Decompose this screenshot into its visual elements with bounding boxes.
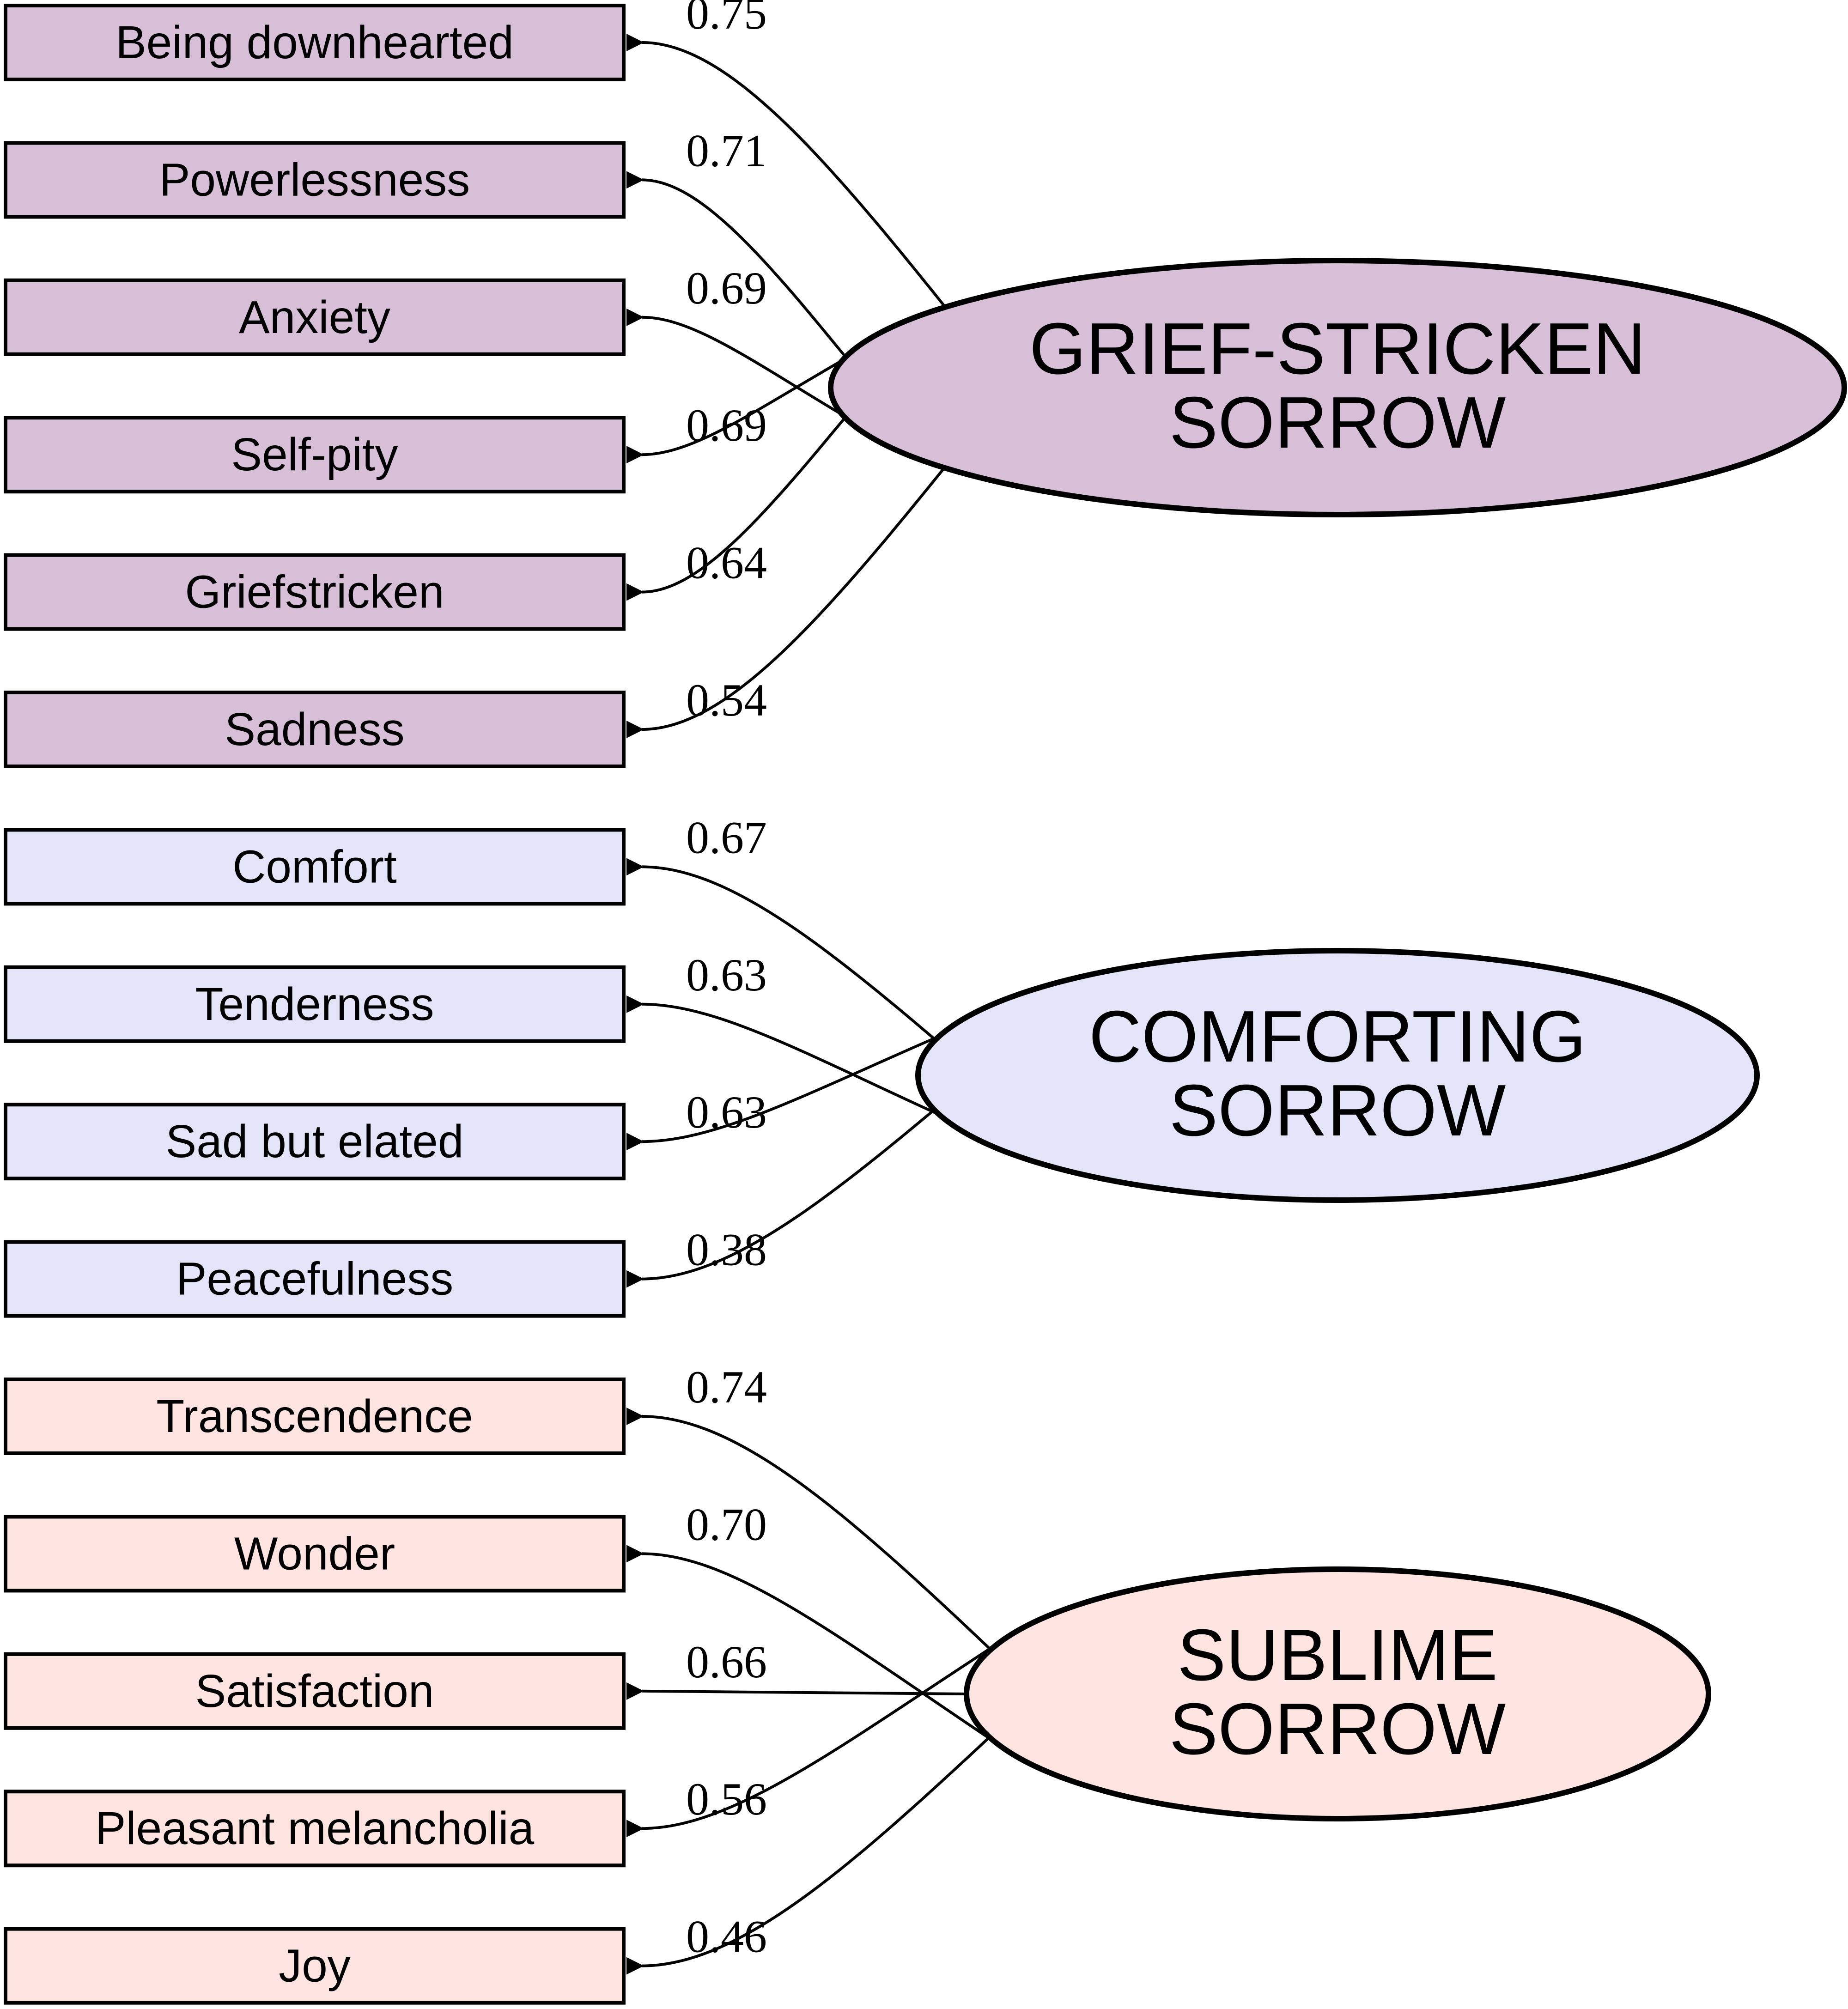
indicator-rect xyxy=(4,828,626,906)
indicator-box: Wonder xyxy=(4,1515,626,1593)
indicator-rect xyxy=(4,1378,626,1455)
factor-label: SUBLIME xyxy=(1177,1614,1498,1696)
indicator-box: Joy xyxy=(4,1927,626,2005)
indicator-box: Transcendence xyxy=(4,1378,626,1455)
loading-value: 0.69 xyxy=(686,400,767,451)
loading-path xyxy=(626,1630,1017,1838)
loading-value: 0.66 xyxy=(686,1636,767,1687)
loading-value: 0.69 xyxy=(686,262,767,314)
indicator-label: Comfort xyxy=(232,841,397,892)
loading-path xyxy=(626,1682,967,1700)
indicator-label: Pleasant melancholia xyxy=(95,1803,535,1854)
loading-value: 0.75 xyxy=(686,0,767,39)
indicator-box: Tenderness xyxy=(4,965,626,1043)
indicator-label: Powerlessness xyxy=(159,154,470,206)
indicator-rect xyxy=(4,278,626,356)
indicator-box: Anxiety xyxy=(4,278,626,356)
loading-value: 0.71 xyxy=(686,125,767,176)
factor-label: GRIEF-STRICKEN xyxy=(1029,308,1646,389)
loading-path xyxy=(626,1545,1017,1758)
indicator-label: Being downhearted xyxy=(116,17,514,68)
factor-label: SORROW xyxy=(1169,1688,1506,1770)
factor-ellipse xyxy=(964,1566,1711,1821)
indicator-label: Sadness xyxy=(225,704,404,755)
loading-value: 0.54 xyxy=(686,674,767,726)
indicator-label: Tenderness xyxy=(195,978,434,1030)
loading-path xyxy=(626,308,844,416)
loading-value: 0.46 xyxy=(686,1911,767,1962)
indicator-box: Satisfaction xyxy=(4,1652,626,1730)
indicator-boxes: Being downheartedPowerlessnessAnxietySel… xyxy=(4,4,626,2005)
latent-factors: GRIEF-STRICKENSORROWCOMFORTINGSORROWSUBL… xyxy=(828,258,1847,1821)
loading-path xyxy=(626,995,940,1116)
indicator-label: Anxiety xyxy=(239,291,390,343)
loading-path xyxy=(626,359,844,464)
indicator-rect xyxy=(4,1652,626,1730)
factor-label: SORROW xyxy=(1169,382,1506,463)
indicator-label: Self-pity xyxy=(231,429,398,480)
loading-value: 0.56 xyxy=(686,1773,767,1825)
indicator-rect xyxy=(4,1927,626,2005)
indicator-label: Satisfaction xyxy=(195,1665,434,1717)
indicator-label: Sad but elated xyxy=(166,1116,464,1167)
factor-label: SORROW xyxy=(1169,1070,1506,1151)
indicator-rect xyxy=(4,553,626,631)
factor-ellipse xyxy=(915,948,1760,1203)
indicator-label: Transcendence xyxy=(156,1390,473,1442)
indicator-box: Comfort xyxy=(4,828,626,906)
loading-value: 0.64 xyxy=(686,537,767,589)
indicator-rect xyxy=(4,1240,626,1318)
indicator-rect xyxy=(4,1103,626,1181)
loading-value: 0.74 xyxy=(686,1361,767,1413)
indicator-rect xyxy=(4,416,626,494)
loading-value: 0.70 xyxy=(686,1499,767,1550)
indicator-box: Sadness xyxy=(4,691,626,768)
indicator-label: Joy xyxy=(279,1940,351,1992)
factor-label: COMFORTING xyxy=(1089,996,1587,1077)
indicator-box: Peacefulness xyxy=(4,1240,626,1318)
loading-value: 0.67 xyxy=(686,812,767,863)
indicator-rect xyxy=(4,4,626,81)
indicator-box: Self-pity xyxy=(4,416,626,494)
loading-value: 0.63 xyxy=(686,1086,767,1138)
indicator-rect xyxy=(4,141,626,219)
indicator-box: Griefstricken xyxy=(4,553,626,631)
factor-ellipse xyxy=(828,258,1847,517)
loading-value: 0.63 xyxy=(686,949,767,1001)
indicator-rect xyxy=(4,965,626,1043)
loading-path xyxy=(626,1035,940,1151)
indicator-rect xyxy=(4,1515,626,1593)
loading-labels: 0.75 0.71 0.69 0.69 0.64 0.54 0.67 0.63 0.63 0.38… xyxy=(686,0,767,1962)
indicator-label: Griefstricken xyxy=(185,566,444,618)
indicator-box: Powerlessness xyxy=(4,141,626,219)
indicator-label: Wonder xyxy=(234,1528,395,1579)
loading-value: 0.38 xyxy=(686,1224,767,1275)
indicator-box: Pleasant melancholia xyxy=(4,1790,626,1868)
indicator-box: Being downhearted xyxy=(4,4,626,81)
indicator-rect xyxy=(4,1790,626,1868)
indicator-rect xyxy=(4,691,626,768)
indicator-label: Peacefulness xyxy=(176,1253,453,1305)
indicator-box: Sad but elated xyxy=(4,1103,626,1181)
